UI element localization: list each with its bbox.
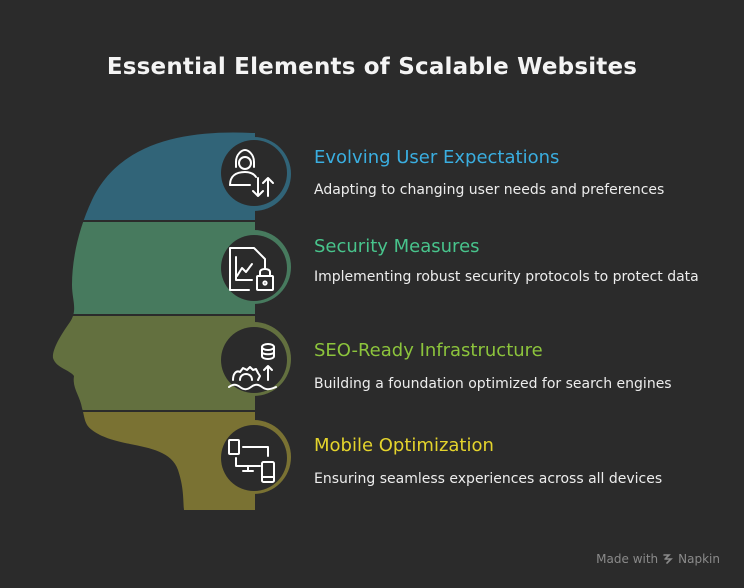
item-description: Ensuring seamless experiences across all… (314, 471, 663, 487)
icon-circle-3 (221, 327, 287, 393)
page-title: Essential Elements of Scalable Websites (106, 54, 638, 80)
watermark-brand: Napkin (678, 552, 720, 566)
item-evolving-user-expectations: Evolving User Expectations Adapting to c… (314, 147, 714, 200)
item-seo-ready-infrastructure: SEO-Ready Infrastructure Building a foun… (314, 340, 714, 394)
item-description: Adapting to changing user needs and pref… (314, 182, 665, 198)
item-heading: SEO-Ready Infrastructure (314, 340, 543, 361)
item-mobile-optimization: Mobile Optimization Ensuring seamless ex… (314, 435, 714, 489)
gear-database-icon (228, 343, 277, 391)
item-heading: Evolving User Expectations (314, 147, 560, 168)
item-heading: Security Measures (314, 236, 480, 257)
napkin-logo-icon (663, 554, 674, 564)
icon-circle-1 (221, 140, 287, 206)
chart-document-lock-icon (229, 247, 274, 291)
icon-circle-4 (221, 425, 287, 491)
item-security-measures: Security Measures Implementing robust se… (314, 236, 714, 287)
item-description: Building a foundation optimized for sear… (314, 376, 672, 392)
icon-circle-2 (221, 235, 287, 301)
user-arrows-icon (229, 149, 274, 197)
napkin-watermark[interactable]: Made with Napkin (596, 552, 720, 566)
devices-icon (228, 439, 275, 483)
item-description: Implementing robust security protocols t… (314, 269, 699, 285)
item-heading: Mobile Optimization (314, 435, 494, 456)
watermark-prefix: Made with (596, 552, 659, 566)
